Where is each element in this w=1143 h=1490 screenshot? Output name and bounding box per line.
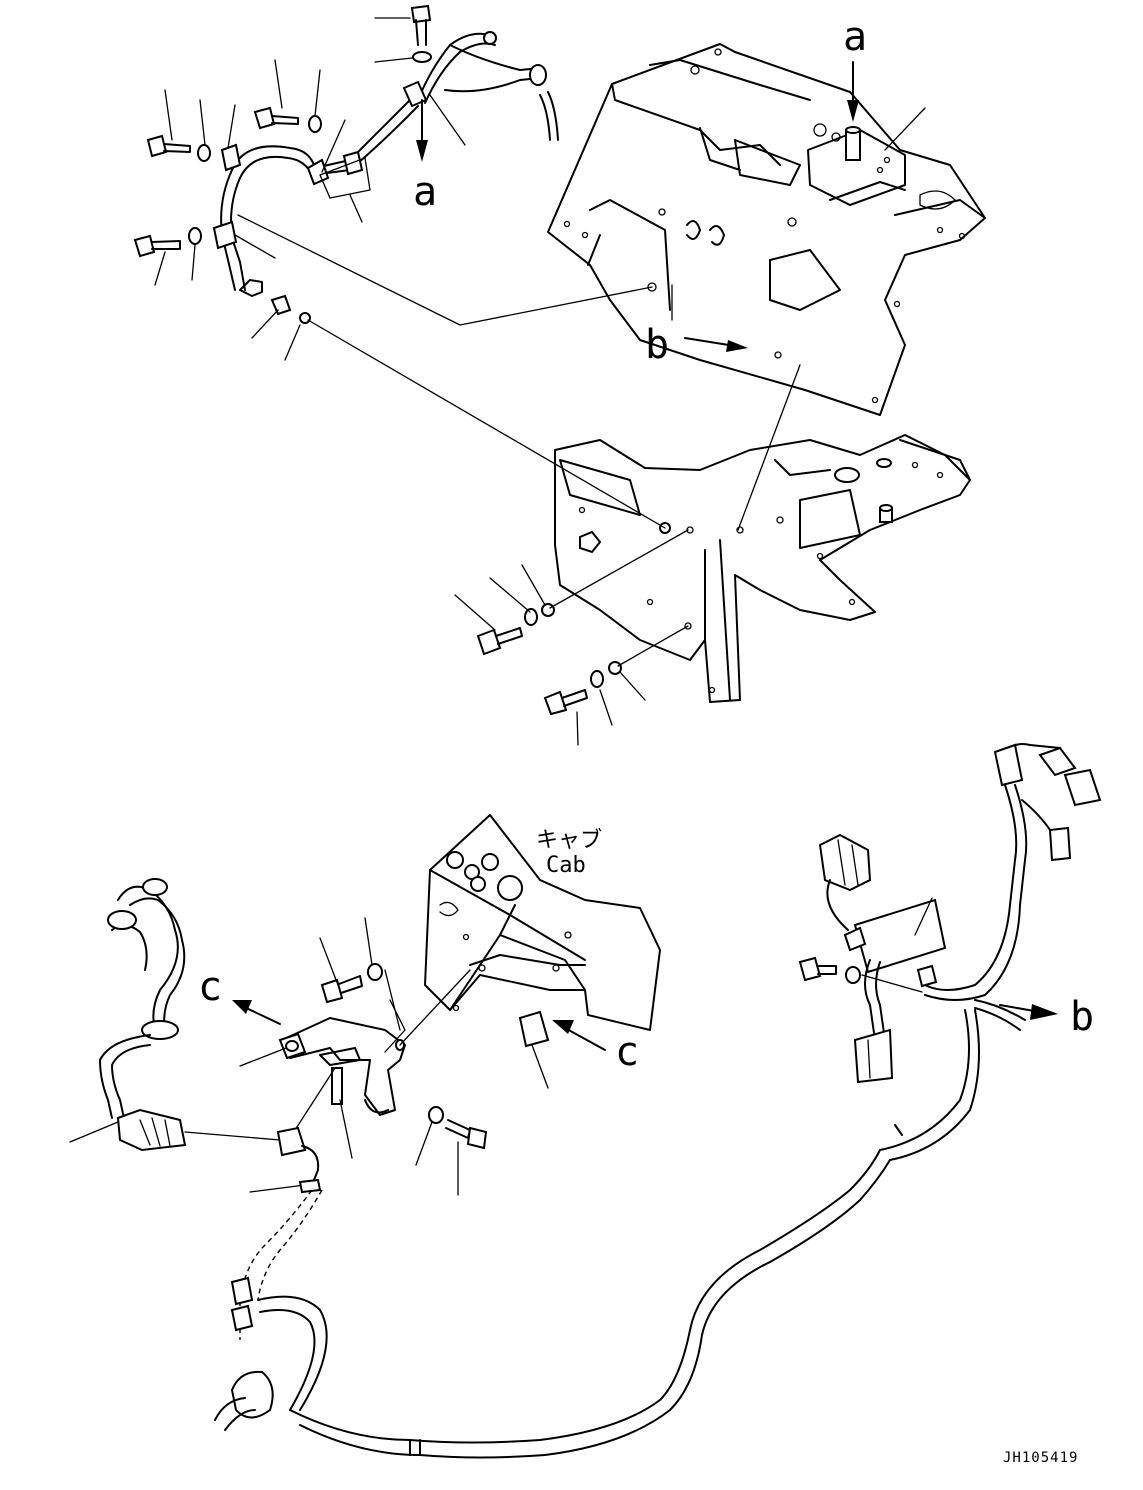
ground-cable-assembly <box>212 31 559 324</box>
view-label-b-frame: b <box>645 322 669 368</box>
view-label-a-right: a <box>843 14 867 60</box>
cab-corner-structure <box>424 814 661 1031</box>
left-harness <box>99 878 322 1194</box>
middle-bolts <box>476 603 622 716</box>
upper-left-bolts <box>133 4 432 258</box>
cab-label-english: Cab <box>546 853 586 878</box>
cab-bolts <box>320 963 488 1150</box>
cab-label-japanese: キャブ <box>536 828 602 853</box>
view-label-b-harness: b <box>1070 994 1094 1040</box>
upper-frame-panel <box>547 43 986 416</box>
view-arrow-a-upper <box>416 61 859 352</box>
lower-frame-panel <box>554 434 971 703</box>
view-label-a-left: a <box>413 169 437 215</box>
drawing-code: JH105419 <box>1003 1450 1078 1466</box>
upper-leader-lines <box>154 17 926 746</box>
view-arrows-c <box>232 1000 606 1051</box>
main-floor-harness <box>214 1124 903 1459</box>
cab-leader-lines <box>69 917 549 1196</box>
right-harness <box>798 743 1102 1161</box>
view-label-c-right: c <box>615 1029 639 1075</box>
mounting-bracket <box>278 969 550 1116</box>
view-label-c-left: c <box>198 964 222 1010</box>
